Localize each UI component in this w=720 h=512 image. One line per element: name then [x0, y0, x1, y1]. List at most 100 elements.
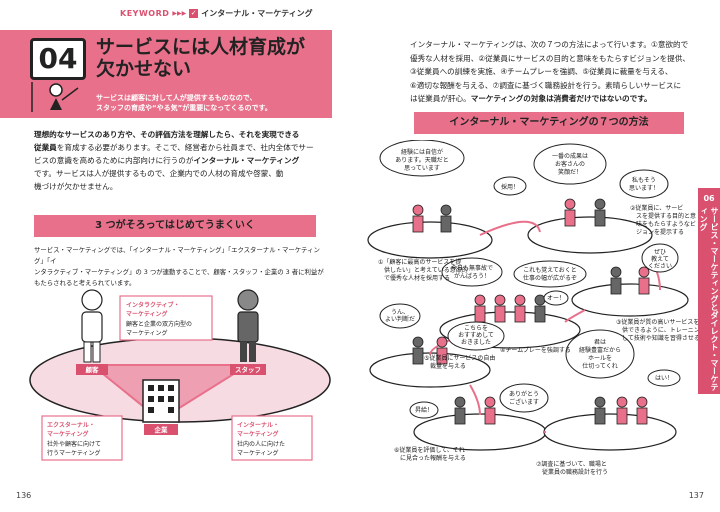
internal-desc-2: マーケティング	[237, 449, 279, 457]
step-7-line-1: ⑦調査に基づいて、職場と	[536, 460, 607, 468]
methods-heading: インターナル・マーケティングの７つの方法	[414, 112, 684, 134]
bubble-7: 今日も無事故で	[451, 264, 493, 272]
subtitle: サービスは顧客に対して人が提供するものなので、 スタッフの育成や“やる気”が重要…	[96, 93, 326, 113]
left-page: KEYWORD ▶▶▶ ✓ インターナル・マーケティング 04 サービスには人材…	[0, 8, 332, 500]
section-line-1: サービス・マーケティングでは、「インターナル・マーケティング」「エクスターナル・…	[34, 246, 320, 265]
svg-text:お客さんの: お客さんの	[555, 160, 585, 168]
internal-box	[231, 415, 313, 461]
customer-label: 顧客	[86, 365, 100, 374]
lead-paragraph: 理想的なサービスのあり方や、その評価方法を理解したら、それを実現できる 従業員を…	[34, 128, 316, 193]
subtitle-line-2: スタッフの育成や“やる気”が重要になってくるのです。	[96, 104, 272, 112]
step-1-line-1: ①「顧客に最高のサービスを提	[378, 258, 461, 266]
presenter-illustration	[31, 82, 79, 112]
svg-text:笑顔だ！: 笑顔だ！	[558, 168, 582, 176]
svg-text:味をもたらすようなビ: 味をもたらすようなビ	[636, 220, 696, 228]
svg-text:おきました: おきました	[461, 339, 491, 346]
interactive-title-2: マーケティング	[126, 310, 168, 318]
step-3-line-1: ③従業員が質の高いサービスを提	[616, 318, 700, 326]
svg-text:ジョンを提示する: ジョンを提示する	[636, 228, 684, 236]
bubble-8: オー！	[547, 295, 565, 302]
bubble-10: こちらを	[464, 325, 488, 332]
step-2-line-1: ②従業員に、サービ	[630, 204, 683, 212]
bubble-12: ありがとう	[509, 390, 539, 398]
check-icon: ✓	[189, 9, 199, 18]
svg-text:思っています: 思っています	[404, 165, 440, 172]
page-number-right: 137	[688, 491, 704, 500]
bubble-14: はい！	[655, 375, 673, 382]
title-line-2: 欠かせない	[96, 58, 192, 80]
intro-line-5: は従業員が肝心。	[410, 94, 471, 103]
svg-text:スを提供する目的と意: スを提供する目的と意	[636, 212, 696, 220]
external-title-1: エクスターナル・	[47, 421, 95, 429]
staff-label: スタッフ	[235, 365, 261, 374]
title-line-1: サービスには人材育成が	[96, 36, 306, 58]
svg-text:あります。天職だと: あります。天職だと	[395, 156, 448, 164]
svg-text:教えて: 教えて	[651, 255, 669, 263]
interactive-title-1: インタラクティブ・	[126, 301, 180, 309]
staff-figure	[237, 289, 259, 362]
side-tab-number: 06	[703, 194, 715, 203]
subtitle-line-1: サービスは顧客に対して人が提供するものなので、	[96, 94, 257, 102]
svg-text:に見合った報酬を与える: に見合った報酬を与える	[400, 454, 466, 462]
interactive-desc-1: 顧客と企業の双方向型の	[126, 320, 192, 328]
intro-line-4: ⑥適切な報酬を与える、⑦調査に基づく職務設計を行う。素晴らしいサービスに	[410, 80, 682, 90]
page-title: サービスには人材育成が 欠かせない	[96, 36, 326, 80]
staff-label-bg	[230, 364, 266, 375]
arrow-icon: ▶▶▶	[172, 10, 187, 17]
lead-line-2: を育成する必要があります。そこで、経営者から社員まで、社内全体でサー	[56, 143, 314, 152]
svg-text:ください: ください	[648, 263, 672, 270]
internal-title-2: マーケティング	[237, 430, 279, 438]
lead-bold-employee: 従業員	[34, 143, 57, 152]
intro-line-3: ③従業員への訓練を実施、④チームプレーを強調、⑤従業員に裁量を与える、	[410, 67, 673, 76]
page-number-left: 136	[16, 491, 32, 500]
lead-line-3: ビスの意識を高めるために内部向けに行うのが	[34, 156, 194, 165]
intro-line-1: インターナル・マーケティングは、次の７つの方法によって行います。①意欲的で	[410, 40, 689, 49]
intro-line-2: 優秀な人材を採用、②従業員にサービスの目的と意味をもたらすビジョンを提供、	[410, 53, 691, 63]
external-desc-1: 社外や顧客に向けて	[47, 440, 101, 448]
section-line-2: ンタラクティブ・マーケティング」の 3 つが連動することで、顧客・スタッフ・企業…	[34, 268, 324, 276]
company-label-bg	[144, 424, 178, 435]
company-building	[142, 379, 180, 423]
right-page: インターナル・マーケティングは、次の７つの方法によって行います。①意欲的で 優秀…	[360, 0, 720, 512]
lead-line-5: 機づけが欠かせません。	[34, 182, 118, 191]
bubble-6: ぜひ	[654, 249, 666, 256]
intro-bold: マーケティングの対象は消費者だけではないのです。	[470, 94, 652, 103]
chapter-side-tab: 06 サービス・マーケティングとダイレクト・マーケティング	[698, 188, 720, 394]
bubble-2: 採用！	[501, 183, 519, 191]
company-label: 企業	[154, 425, 169, 434]
svg-text:仕事の幅が広がるぞ: 仕事の幅が広がるぞ	[523, 274, 577, 282]
svg-text:ございます: ございます	[509, 398, 539, 406]
internal-desc-1: 社内の人に向けた	[237, 440, 285, 448]
interactive-desc-2: マーケティング	[126, 329, 168, 337]
interactive-box	[119, 295, 213, 341]
chapter-number: 04	[30, 38, 86, 80]
keyword-header: KEYWORD ▶▶▶ ✓ インターナル・マーケティング	[120, 8, 313, 19]
svg-text:供したい」と考えている意欲的: 供したい」と考えている意欲的	[384, 266, 468, 274]
svg-text:裁量を与える: 裁量を与える	[430, 362, 466, 370]
external-title-2: マーケティング	[47, 430, 89, 438]
side-tab-label: サービス・マーケティングとダイレクト・マーケティング	[699, 207, 719, 391]
bubble-3: 一番の成果は	[552, 152, 588, 160]
customer-label-bg	[76, 364, 108, 375]
external-desc-2: 行うマーケティング	[47, 449, 101, 457]
intro-paragraph: インターナル・マーケティングは、次の７つの方法によって行います。①意欲的で 優秀…	[410, 38, 700, 106]
internal-title-1: インターナル・	[237, 421, 279, 429]
section-heading: 3 つがそろってはじめてうまくいく	[34, 215, 316, 237]
svg-text:よい判断だ: よい判断だ	[385, 315, 415, 323]
keyword-prefix: KEYWORD	[120, 9, 170, 18]
svg-text:で優秀な人材を採用する: で優秀な人材を採用する	[384, 274, 450, 282]
svg-text:おすすめして: おすすめして	[458, 332, 494, 339]
section-line-3: もたらされると考えられています。	[34, 279, 136, 287]
bubble-9: うん、	[391, 309, 409, 316]
section-paragraph: サービス・マーケティングでは、「インターナル・マーケティング」「エクスターナル・…	[34, 245, 324, 289]
step-6-line-1: ⑥従業員を評価して、それ	[394, 446, 465, 454]
svg-text:仕切ってくれ: 仕切ってくれ	[582, 362, 618, 370]
svg-text:供できるように、トレーニングを施: 供できるように、トレーニングを施	[622, 326, 700, 334]
svg-text:がんばろう！: がんばろう！	[454, 272, 490, 280]
svg-text:従業員の職務設計を行う: 従業員の職務設計を行う	[542, 468, 608, 476]
bubble-4: 私もそう	[632, 176, 656, 184]
customer-figure	[81, 289, 103, 363]
bubble-13: 君は	[594, 339, 606, 346]
step-5-line-1: ⑤従業員にサービスの自由	[424, 354, 495, 362]
bubble-11: 昇給！	[415, 406, 433, 414]
